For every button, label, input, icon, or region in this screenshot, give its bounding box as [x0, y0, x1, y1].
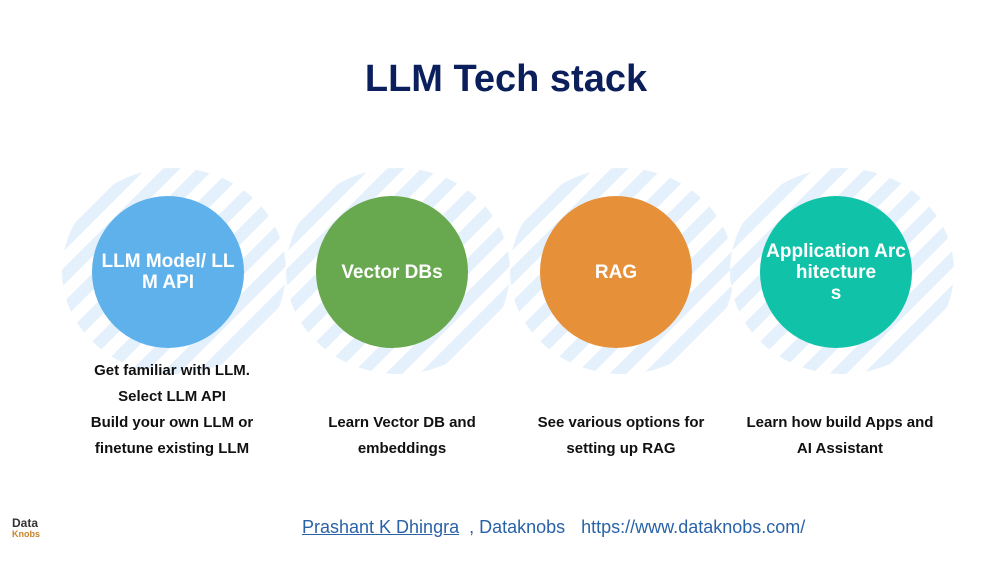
dataknobs-logo: Data Knobs — [12, 516, 52, 544]
stage-description-application-architectures: Learn how build Apps and AI Assistant — [746, 414, 934, 457]
stage-label: LLM Model/ LLM API — [101, 251, 235, 293]
stage-llm-model: LLM Model/ LLM API — [62, 168, 286, 374]
stage-circle-application-architectures: Application Architecture s — [760, 196, 912, 348]
footer-company: , Dataknobs — [469, 517, 566, 537]
stage-circle-vector-dbs: Vector DBs — [316, 196, 468, 348]
stage-vector-dbs: Vector DBs — [286, 168, 510, 374]
stage-application-architectures: Application Architecture s — [730, 168, 954, 374]
stage-description-rag: See various options for setting up RAG — [537, 414, 705, 457]
stage-description-vector-dbs: Learn Vector DB and embeddings — [328, 414, 476, 457]
stage-label: Application Architecture s — [766, 240, 906, 304]
stage-circle-rag: RAG — [540, 196, 692, 348]
logo-line2: Knobs — [12, 529, 40, 539]
stage-label: RAG — [594, 261, 638, 283]
footer: Prashant K Dhingra , Dataknobs https://www… — [302, 517, 805, 538]
logo-line1: Data — [12, 516, 39, 530]
footer-url: https://www.dataknobs.com/ — [581, 517, 806, 537]
stage-rag: RAG — [510, 168, 734, 374]
stage-label: Vector DBs — [341, 261, 443, 283]
stage-description-llm-model: Get familiar with LLM. Select LLM API Bu… — [90, 362, 254, 457]
stage-circle-llm-model: LLM Model/ LLM API — [92, 196, 244, 348]
author-link[interactable]: Prashant K Dhingra — [302, 517, 460, 537]
page-title: LLM Tech stack — [364, 58, 648, 100]
